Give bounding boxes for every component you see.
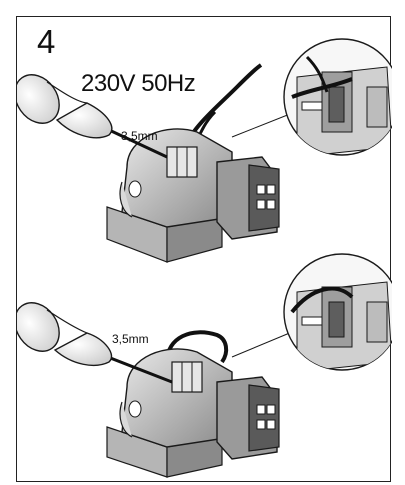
- voltage-label: 230V 50Hz: [81, 70, 196, 97]
- zoom-detail-top: [283, 38, 392, 156]
- zoom-detail-bottom: [283, 253, 392, 371]
- screwdriver-top: [17, 74, 168, 159]
- bottom-step-illustration: [17, 253, 392, 478]
- power-cable-bottom: [165, 330, 229, 364]
- instruction-panel: 4 230V 50Hz 3,5mm 3,5mm: [16, 16, 392, 482]
- top-step-illustration: [17, 38, 392, 263]
- step-number: 4: [37, 23, 56, 60]
- tool-size-label-top: 3,5mm: [121, 129, 158, 143]
- installation-illustration: [17, 38, 392, 478]
- tool-size-label-bottom: 3,5mm: [112, 332, 149, 346]
- connector-housing-top: [106, 128, 280, 263]
- screwdriver-bottom: [17, 302, 173, 384]
